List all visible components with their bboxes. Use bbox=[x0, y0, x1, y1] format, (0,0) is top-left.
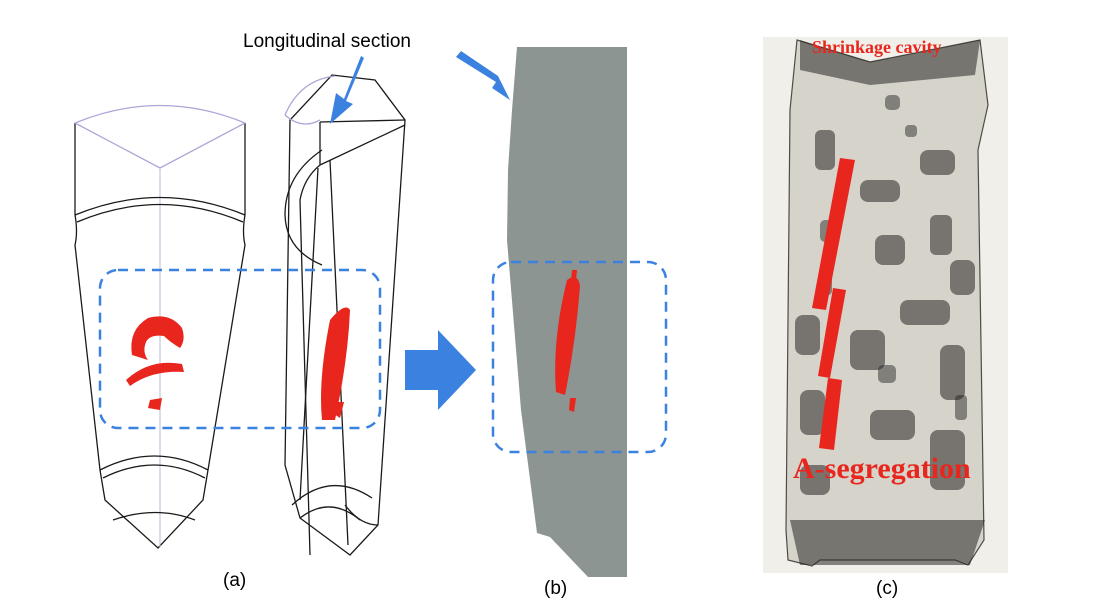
panel-label-b: (b) bbox=[544, 578, 568, 599]
sulfur-print-photo bbox=[763, 37, 1008, 573]
transition-arrow bbox=[405, 330, 476, 410]
segregation-strip-2d bbox=[555, 270, 580, 412]
highlight-box-b bbox=[491, 260, 668, 454]
highlight-box-a bbox=[98, 268, 382, 430]
segregation-strip-3d bbox=[321, 307, 350, 420]
panel-label-a: (a) bbox=[223, 570, 247, 591]
ingot-3d-model bbox=[74, 104, 246, 549]
to-section-arrow bbox=[456, 51, 510, 100]
segregation-region-3d bbox=[126, 316, 184, 410]
panel-label-c: (c) bbox=[876, 578, 899, 599]
a-segregation-markers bbox=[812, 158, 855, 450]
section-pointer-arrow bbox=[330, 56, 364, 124]
a-segregation-label: A-segregation bbox=[793, 452, 971, 485]
shrinkage-cavity-label: Shrinkage cavity bbox=[812, 37, 942, 57]
longitudinal-section-label: Longitudinal section bbox=[243, 31, 411, 52]
